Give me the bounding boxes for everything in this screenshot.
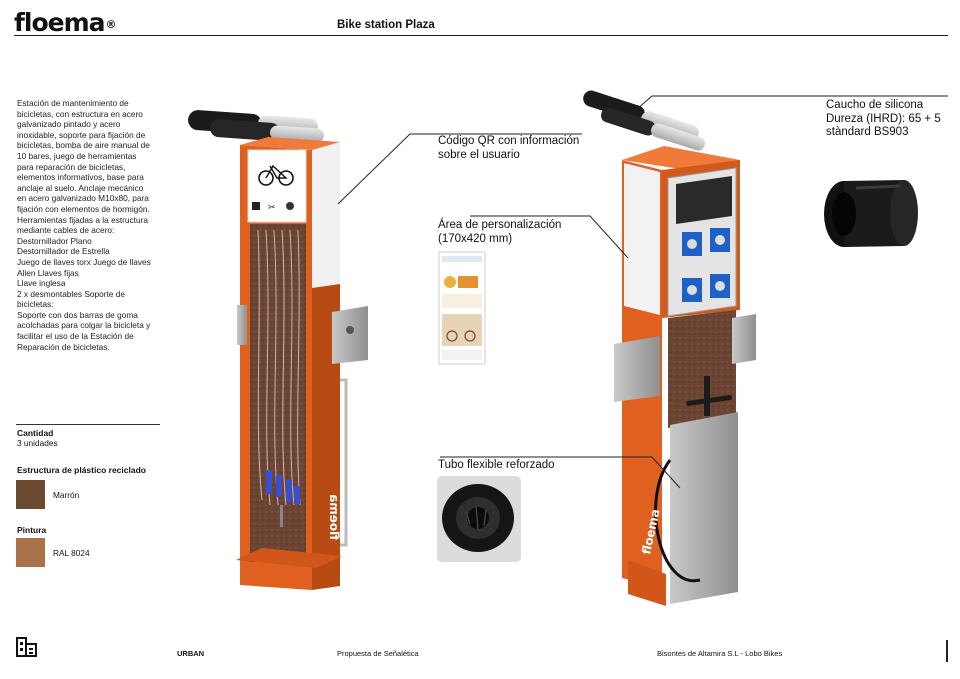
description-line: 2 x desmontables Soporte de [17, 288, 125, 299]
description-line: bicicletas, bomba de aire manual de [17, 140, 150, 151]
description-line: Juego de llaves torx Juego de llaves [17, 256, 151, 267]
qr-callout-line [337, 133, 582, 205]
description-line: mediante cables de acero: [17, 225, 115, 236]
description-line: Destornillador de Estrella [17, 246, 110, 257]
footer-divider [946, 640, 948, 662]
description-line: Estación de mantenimiento de [17, 98, 129, 108]
description-line: en acero galvanizado M10x80, para [17, 193, 149, 204]
description-line: facilitar el uso de la Estación de [17, 331, 134, 342]
rubber-callout-line2: Dureza (IHRD): 65 + 5 [826, 112, 941, 125]
hose-callout: Tubo flexible reforzado [438, 459, 555, 471]
footer-client: Bisontes de Altamira S.L - Lobo Bikes [657, 649, 783, 658]
paint-label: Pintura [17, 525, 47, 535]
floema-logo: floema® [14, 8, 117, 37]
footer-category: URBAN [177, 649, 205, 658]
structure-color-name: Marrón [53, 490, 80, 500]
footer-proposal: Propuesta de Señalética [337, 649, 419, 658]
description-line: Llave inglesa [17, 278, 66, 289]
specs-divider [16, 424, 160, 425]
station-front-view: ✂ floema [188, 110, 368, 590]
description-line: bicicletas: [17, 299, 54, 310]
area-callout-line [470, 215, 629, 259]
header-divider [14, 35, 948, 36]
rubber-callout-line3: stàndard BS903 [826, 126, 909, 138]
description-line: Reparación de bicicletas. [17, 341, 110, 352]
page-title: Bike station Plaza [337, 19, 435, 31]
rubber-callout-line1: Caucho de silicona [826, 99, 924, 111]
svg-text:✂: ✂ [268, 203, 276, 213]
personalization-poster [438, 251, 486, 365]
rubber-photo [824, 180, 918, 247]
description-line: 10 bares, juego de herramientas [17, 150, 137, 161]
description-line: elementos informativos, base para [17, 172, 144, 183]
hose-photo [437, 476, 521, 562]
area-callout-line1: Área de personalización [438, 219, 562, 231]
hose-callout-line [440, 456, 681, 489]
paint-color-swatch [16, 538, 45, 567]
description-line: acolchadas para colgar la bicicleta y [17, 320, 151, 331]
qr-callout-line2: sobre el usuario [438, 148, 520, 161]
quantity-value: 3 unidades [17, 438, 58, 448]
description-line: inoxidable, soporte para fijación de [17, 129, 146, 140]
description-line: galvanizado pintado y acero [17, 119, 121, 130]
description-line: Destornillador Plano [17, 235, 92, 246]
structure-label: Estructura de plástico reciclado [17, 465, 146, 475]
qr-callout: Código QR con información sobre el usuar… [438, 135, 579, 162]
description-line: Allen Llaves fijas [17, 267, 79, 278]
structure-color-swatch [16, 480, 45, 509]
description-line: fijación con elementos de hormigón. [17, 203, 150, 214]
quantity-label: Cantidad [17, 428, 54, 438]
area-callout-line2: (170x420 mm) [438, 232, 513, 245]
rubber-callout: Caucho de silicona Dureza (IHRD): 65 + 5… [826, 99, 941, 140]
description-line: bicicletas, con estructura en acero [17, 108, 143, 119]
description-line: Soporte con dos barras de goma [17, 309, 138, 320]
area-callout: Área de personalización (170x420 mm) [438, 219, 561, 246]
rubber-callout-line [635, 95, 948, 111]
building-icon [16, 637, 37, 657]
qr-callout-line1: Código QR con información [438, 135, 580, 147]
svg-text:floema: floema [327, 494, 341, 540]
station-side-view: floema [583, 90, 756, 606]
description-line: anclaje al suelo. Anclaje mecánico [17, 182, 144, 193]
paint-color-name: RAL 8024 [53, 548, 90, 558]
description-line: para reparación de bicicletas, [17, 161, 126, 172]
description-line: Herramientas fijadas a la estructura [17, 214, 148, 225]
